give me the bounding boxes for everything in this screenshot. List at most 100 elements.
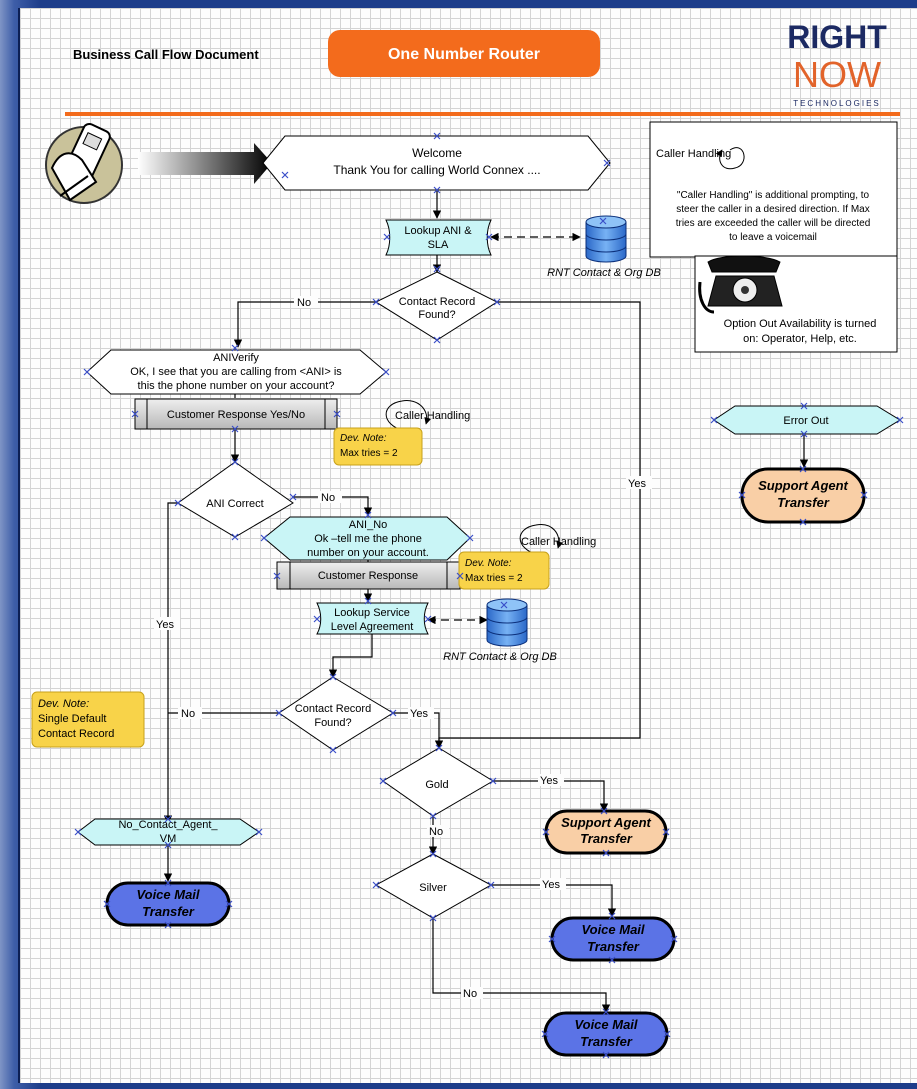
svg-text:Dev. Note:: Dev. Note:: [465, 558, 512, 569]
svg-text:Dev. Note:: Dev. Note:: [340, 433, 387, 444]
svg-text:Dev. Note:: Dev. Note:: [38, 698, 89, 710]
svg-text:OK, I see that you are calling: OK, I see that you are calling from <ANI…: [130, 366, 342, 378]
customer-response: Customer Response: [276, 561, 461, 590]
company-logo: RIGHT NOW TECHNOLOGIES: [787, 19, 887, 108]
svg-text:TECHNOLOGIES: TECHNOLOGIES: [793, 99, 881, 108]
support-agent-transfer-1: Support Agent Transfer: [740, 467, 866, 524]
contact-found-decision-1: Contact Record Found?: [374, 271, 499, 341]
svg-text:number on your account.: number on your account.: [307, 547, 429, 559]
edge-labels: No Yes No Yes No Yes Yes No Yes No: [154, 296, 652, 1000]
connection-point-markers: [74, 132, 904, 1059]
gold-decision: Gold: [382, 747, 494, 817]
svg-text:Transfer: Transfer: [580, 1034, 633, 1049]
dev-note-3: Dev. Note: Single Default Contact Record: [31, 691, 145, 748]
svg-text:"Caller Handling" is additiona: "Caller Handling" is additional promptin…: [677, 190, 870, 201]
db2-label: RNT Contact & Org DB: [443, 651, 557, 663]
voicemail-transfer-3: Voice Mail Transfer: [543, 1011, 669, 1057]
svg-text:Found?: Found?: [314, 717, 351, 729]
svg-text:ANI_No: ANI_No: [349, 519, 388, 531]
database-cylinder-icon: [585, 215, 627, 263]
svg-text:Welcome: Welcome: [412, 146, 462, 160]
error-out-prompt: Error Out: [713, 405, 901, 435]
svg-text:NOW: NOW: [793, 54, 881, 95]
svg-text:Single Default: Single Default: [38, 713, 107, 725]
customer-response-yes-no: Customer Response Yes/No: [134, 398, 338, 430]
ani-correct-decision: ANI Correct: [177, 461, 294, 538]
svg-text:VM: VM: [160, 833, 177, 845]
svg-text:Contact Record: Contact Record: [399, 296, 475, 308]
svg-text:Ok –tell me the phone: Ok –tell me the phone: [314, 533, 422, 545]
lookup-ani-process: Lookup ANI & SLA: [385, 219, 492, 256]
svg-text:steer the caller in a desired: steer the caller in a desired direction.…: [676, 204, 869, 215]
svg-text:Transfer: Transfer: [142, 904, 195, 919]
voicemail-transfer-2: Voice Mail Transfer: [550, 916, 676, 962]
svg-text:Contact Record: Contact Record: [295, 703, 371, 715]
cellphone-hand-icon: [45, 122, 123, 204]
svg-text:SLA: SLA: [428, 239, 449, 251]
database-cylinder-icon: [486, 598, 528, 647]
ani-no-prompt: ANI_No Ok –tell me the phone number on y…: [263, 516, 471, 561]
dev-note-2: Dev. Note: Max tries = 2: [458, 551, 550, 590]
edge-label-gold-no: No: [429, 826, 443, 838]
svg-text:this the phone number on your: this the phone number on your account?: [138, 380, 335, 392]
ani-verify-prompt: ANIVerify OK, I see that you are calling…: [86, 349, 387, 395]
edge-label-found1-no: No: [297, 297, 311, 309]
lookup-sla-process: Lookup Service Level Agreement: [316, 602, 429, 635]
dev-note-1: Dev. Note: Max tries = 2: [333, 427, 423, 466]
caller-handling-label-1: Caller Handling: [395, 410, 470, 422]
caller-handling-label-2: Caller Handling: [521, 536, 596, 548]
svg-text:Support Agent: Support Agent: [758, 478, 848, 493]
edge-label-ani-correct-yes: Yes: [156, 619, 174, 631]
svg-text:Lookup ANI &: Lookup ANI &: [404, 225, 472, 237]
legend-option-out: Option Out Availability is turned on: Op…: [694, 255, 898, 353]
svg-text:Max tries = 2: Max tries = 2: [465, 573, 523, 584]
svg-text:Transfer: Transfer: [580, 831, 633, 846]
svg-text:on: Operator, Help, etc.: on: Operator, Help, etc.: [743, 333, 857, 345]
connectors: [163, 190, 809, 1013]
loop-arrow-icon: [385, 400, 432, 432]
doc-title: Business Call Flow Document: [73, 47, 259, 62]
svg-text:Option Out Availability is tur: Option Out Availability is turned: [724, 318, 877, 330]
svg-text:Support Agent: Support Agent: [561, 815, 651, 830]
edge-label-silver-yes: Yes: [542, 879, 560, 891]
svg-text:Error Out: Error Out: [783, 415, 828, 427]
edge-label-gold-yes: Yes: [540, 775, 558, 787]
svg-text:to leave a voicemail: to leave a voicemail: [729, 232, 817, 243]
svg-text:Max tries = 2: Max tries = 2: [340, 448, 398, 459]
contact-found-decision-2: Contact Record Found?: [278, 676, 394, 751]
svg-text:Voice Mail: Voice Mail: [574, 1017, 637, 1032]
welcome-prompt: Welcome Thank You for calling World Conn…: [262, 135, 611, 191]
app-title-banner: [328, 30, 600, 77]
svg-text:Customer Response Yes/No: Customer Response Yes/No: [167, 409, 305, 421]
svg-text:Customer Response: Customer Response: [318, 570, 418, 582]
svg-text:No_Contact_Agent_: No_Contact_Agent_: [118, 819, 218, 831]
svg-text:Gold: Gold: [425, 779, 448, 791]
svg-text:Voice Mail: Voice Mail: [136, 887, 199, 902]
loop-arrow-icon: [519, 524, 564, 556]
svg-text:Lookup Service: Lookup Service: [334, 607, 410, 619]
support-agent-transfer-2: Support Agent Transfer: [544, 809, 668, 855]
svg-text:ANIVerify: ANIVerify: [213, 352, 259, 364]
app-title: One Number Router: [388, 46, 540, 63]
svg-text:ANI Correct: ANI Correct: [206, 498, 263, 510]
call-entry-arrow: [138, 143, 272, 184]
svg-text:Transfer: Transfer: [777, 495, 830, 510]
voicemail-transfer-1: Voice Mail Transfer: [105, 881, 231, 927]
no-contact-agent-vm-prompt: No_Contact_Agent_ VM: [77, 818, 260, 846]
edge-label-found2-no: No: [181, 708, 195, 720]
svg-text:Contact Record: Contact Record: [38, 728, 114, 740]
svg-text:tries are exceeded the caller: tries are exceeded the caller will be di…: [676, 218, 871, 229]
svg-text:Voice Mail: Voice Mail: [581, 922, 644, 937]
edge-label-ani-correct-no: No: [321, 492, 335, 504]
legend-caller-handling: Caller Handling "Caller Handling" is add…: [649, 121, 898, 258]
db1-label: RNT Contact & Org DB: [547, 267, 661, 279]
svg-text:RIGHT: RIGHT: [787, 19, 887, 55]
svg-text:Found?: Found?: [418, 309, 455, 321]
edge-label-silver-no: No: [463, 988, 477, 1000]
svg-text:Thank You for calling World Co: Thank You for calling World Connex ....: [333, 163, 540, 177]
svg-text:Transfer: Transfer: [587, 939, 640, 954]
rotary-telephone-icon: [698, 255, 783, 314]
edge-label-found1-yes: Yes: [628, 478, 646, 490]
